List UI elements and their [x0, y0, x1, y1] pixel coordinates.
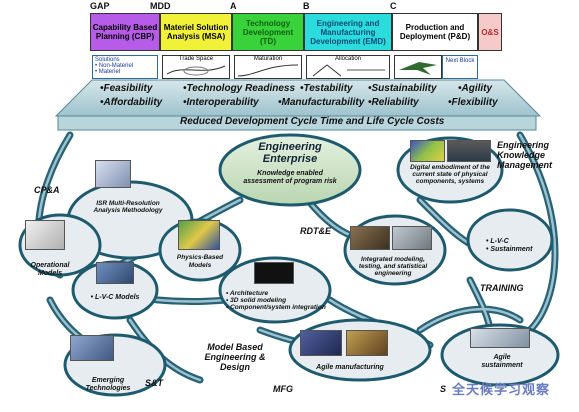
phase-emd: Engineering and Manufacturing Developmen… [304, 13, 392, 51]
tool-maturation: Maturation [234, 55, 302, 79]
phase-msa: Materiel Solution Analysis (MSA) [160, 13, 232, 51]
phase-label: Materiel Solution Analysis (MSA) [163, 23, 229, 41]
cpa-label: CP&A [34, 185, 60, 195]
training-label: TRAINING [480, 283, 524, 293]
arch-label: • Architecture • 3D solid modeling • Com… [226, 290, 326, 311]
tool-allocation: Allocation [306, 55, 390, 79]
emerging-image [70, 335, 114, 361]
phase-pd: Production and Deployment (P&D) [392, 13, 478, 51]
lvc-left-image [96, 262, 134, 284]
milestone-mdd: MDD [150, 1, 171, 11]
center-title-line1: Engineering [258, 141, 322, 153]
trait-interoperability: •Interoperability [183, 97, 259, 108]
trait-affordability: •Affordability [100, 97, 163, 108]
allocation-icon [312, 64, 385, 77]
trait-flexibility: •Flexibility [448, 97, 498, 108]
trait-sustainability: •Sustainability [368, 83, 437, 94]
phase-label: Capability Based Planning (CBP) [92, 23, 158, 41]
trade-space-icon [166, 65, 226, 76]
trait-manufacturability: •Manufacturability [278, 97, 365, 108]
emerging-label: Emerging Technologies [85, 377, 131, 392]
trait-feasibility: •Feasibility [100, 83, 153, 94]
st-label: S&T [145, 378, 163, 388]
mfg-image-1 [300, 330, 342, 356]
trait-technology-readiness: •Technology Readiness [183, 83, 296, 94]
trait-reliability: •Reliability [368, 97, 419, 108]
isr-label: ISR Multi-Resolution Analysis Methodolog… [93, 200, 163, 214]
physics-label: Physics-Based Models [176, 254, 224, 269]
phase-td: Technology Development (TD) [232, 13, 304, 51]
physics-image [178, 220, 220, 250]
milestone-a: A [230, 1, 237, 11]
banner-text: Reduced Development Cycle Time and Life … [180, 116, 445, 127]
mfg-label: MFG [273, 384, 293, 394]
trait-agility: •Agility [458, 83, 493, 94]
sustainment-image [470, 328, 530, 348]
phase-label: Engineering and Manufacturing Developmen… [310, 18, 386, 46]
rdte-image-2 [392, 226, 432, 250]
milestone-b: B [303, 1, 310, 11]
operational-label: Operational Models [30, 262, 70, 277]
tool-label: Solutions • Non-Materiel • Materiel [95, 57, 134, 75]
center-title: Engineering Enterprise [236, 141, 344, 165]
operational-image [25, 220, 65, 250]
rdte-image-1 [350, 226, 390, 250]
ekm-3d-image [410, 140, 445, 162]
s-label: S [440, 384, 447, 394]
phase-label: Technology Development (TD) [242, 18, 294, 46]
lvc-left-label: • L-V-C Models [90, 294, 140, 301]
phase-os: O&S [478, 13, 502, 51]
ekm-title: Engineering Knowledge Management [497, 140, 553, 170]
mfg-image-2 [346, 330, 388, 356]
center-title-line2: Enterprise [262, 153, 318, 165]
aircraft-icon [399, 62, 437, 75]
integrated-label: Integrated modeling, testing, and statis… [358, 256, 428, 277]
center-desc: Knowledge enabled assessment of program … [243, 170, 337, 185]
phase-label: O&S [481, 27, 499, 37]
agile-sust-label: Agile sustainment [481, 354, 523, 369]
milestone-c: C [390, 1, 397, 11]
mbe-label: Model Based Engineering & Design [204, 342, 266, 372]
tool-aircraft [394, 55, 442, 79]
tool-label: Next Block [445, 58, 475, 64]
tool-label: Allocation [334, 56, 361, 62]
isr-image [95, 160, 131, 188]
ekm-server-image [447, 140, 491, 162]
watermark: 全天候学习观察 [452, 382, 551, 397]
architecture-image [254, 262, 294, 284]
ekm-desc: Digital embodiment of the current state … [410, 164, 490, 185]
phase-cbp: Capability Based Planning (CBP) [90, 13, 160, 51]
tool-solutions: Solutions • Non-Materiel • Materiel [92, 55, 158, 79]
tool-trade-space: Trade Space [162, 55, 230, 79]
tool-label: Trade Space [178, 56, 214, 62]
maturation-curve-icon [237, 64, 299, 77]
lvc-right-label: • L-V-C • Sustainment [486, 238, 533, 253]
agile-mfg-label: Agile manufacturing [316, 364, 384, 371]
tool-label: Maturation [253, 56, 283, 62]
milestone-gap: GAP [90, 1, 110, 11]
rdte-label: RDT&E [300, 226, 331, 236]
tool-next-block: Next Block [442, 55, 478, 79]
phase-label: Production and Deployment (P&D) [399, 23, 471, 41]
trait-testability: •Testability [300, 83, 353, 94]
